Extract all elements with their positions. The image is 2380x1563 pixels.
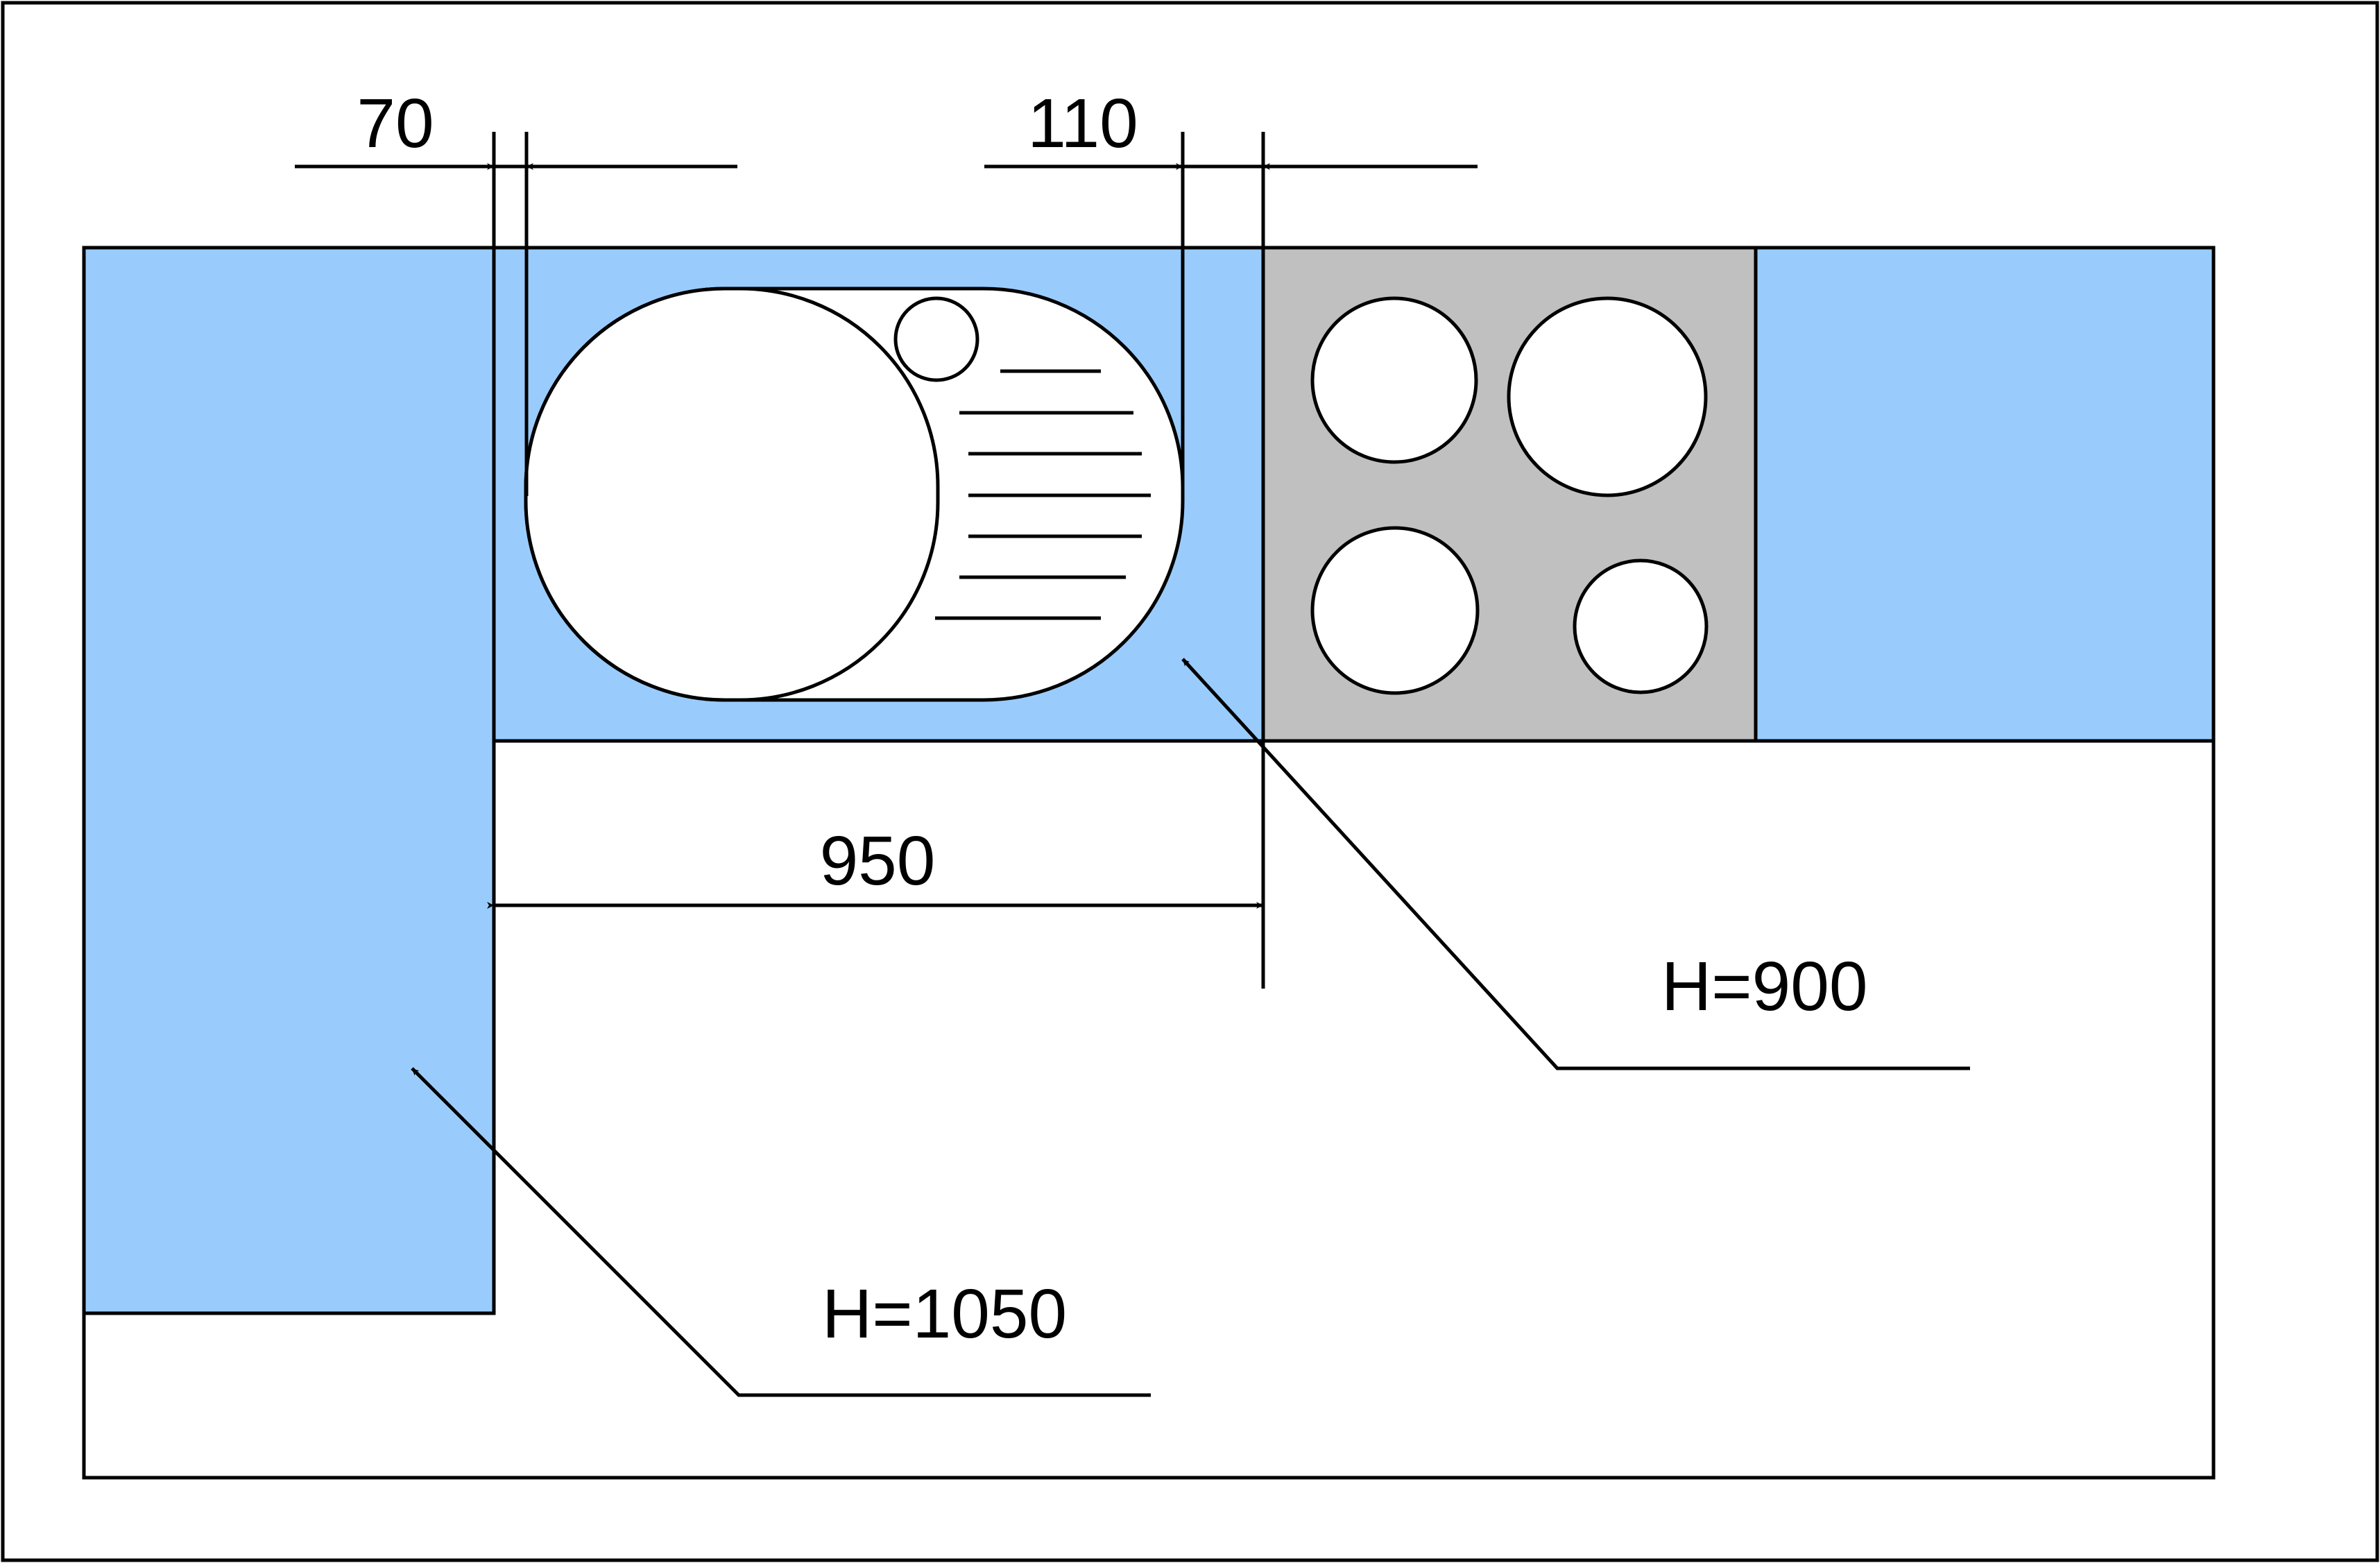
extension-lines <box>492 132 1265 1313</box>
right-counter <box>1754 246 2216 743</box>
burner-icon <box>1310 526 1480 695</box>
burner-icon <box>1573 558 1709 694</box>
drainboard-grooves <box>935 369 1151 620</box>
sink <box>524 287 1185 702</box>
tap-hole-icon <box>893 296 979 382</box>
leader-h1050 <box>411 1067 1151 1397</box>
burner-icon <box>1310 296 1478 464</box>
sink-basin <box>524 287 940 702</box>
dimension-70-label: 70 <box>357 85 434 162</box>
label-h900: H=900 <box>1661 948 1867 1025</box>
dimension-950-label: 950 <box>820 822 936 900</box>
label-h1050: H=1050 <box>822 1275 1067 1353</box>
burners <box>1310 296 1709 695</box>
burner-icon <box>1507 296 1708 497</box>
tall-cabinet <box>82 246 496 1315</box>
leader-h900 <box>1181 658 1970 1070</box>
dimension-110-label: 110 <box>1027 85 1138 162</box>
